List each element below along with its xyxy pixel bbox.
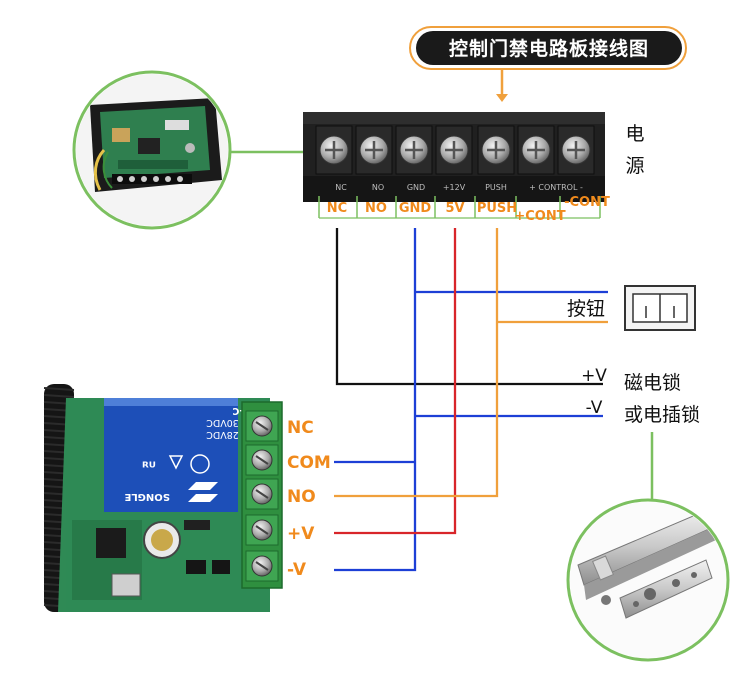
lock-minus-label: -V — [586, 398, 603, 418]
wire-push-orange — [334, 228, 499, 498]
title-banner: 控制门禁电路板接线图 — [409, 26, 687, 102]
relay-module: SRD-24VDC-SL-C 10A 250VAC 10A 30VDC 10A … — [43, 384, 322, 612]
silk-label-5: PUSH — [485, 183, 507, 192]
cqc-mark-icon — [190, 454, 210, 474]
power-label-2: 源 — [625, 155, 644, 177]
pcb-button — [111, 573, 141, 597]
silk-label-4: +12V — [443, 183, 466, 192]
terminal-screws — [315, 125, 595, 175]
terminal-block: NC NO GND +12V PUSH + CONTROL - — [303, 112, 605, 202]
silk-label-3: GND — [407, 183, 425, 192]
lock-label-1: 磁电锁 — [624, 372, 681, 394]
terminal-label-push: PUSH — [477, 201, 517, 216]
lock-label-2: 或电插锁 — [624, 404, 700, 426]
button-label: 按钮 — [567, 298, 605, 320]
access-board-photo — [72, 70, 232, 230]
terminal-label-cont: -CONT — [564, 195, 610, 210]
terminal-label-nc: NC — [327, 201, 347, 216]
relay-label-1: COM — [287, 453, 331, 473]
relay-label-2: NO — [287, 487, 316, 507]
relay-label-0: NC — [287, 418, 314, 438]
electric-lock-photo — [566, 498, 730, 662]
lock-plus-label: +V — [581, 366, 607, 386]
page-title: 控制门禁电路板接线图 — [449, 37, 649, 60]
terminal-label-cont: +CONT — [514, 209, 565, 224]
power-label-1: 电 — [625, 123, 644, 145]
terminal-label-5v: 5V — [445, 201, 464, 216]
relay-label-3: +V — [287, 524, 315, 544]
ic-chip — [96, 528, 126, 558]
silk-label-1: NC — [335, 183, 347, 192]
terminal-label-no: NO — [365, 201, 387, 216]
songle-logo-icon — [188, 482, 218, 502]
terminal-labels: NC NO GND 5V PUSH+CONT-CONT — [318, 195, 610, 224]
silk-label-2: NO — [372, 183, 384, 192]
relay-brand: SONGLE — [124, 491, 170, 502]
wiring — [334, 228, 608, 572]
ul-mark-icon: ᴿᵁ — [142, 460, 156, 476]
relay-terminal-block — [241, 401, 283, 589]
triangle-mark-icon — [168, 455, 184, 470]
terminal-label-gnd: GND — [399, 201, 432, 216]
title-arrow — [496, 94, 508, 102]
relay-label-4: -V — [287, 560, 307, 580]
wire-nc-black — [335, 228, 603, 386]
wire-5v-red — [334, 228, 457, 535]
terminal-silkscreen: NC NO GND +12V PUSH + CONTROL - — [335, 183, 583, 192]
silk-label-6: + CONTROL - — [529, 183, 583, 192]
wire-gnd-blue — [334, 228, 417, 572]
push-button — [624, 285, 696, 331]
relay-labels: NC COM NO +V -V — [287, 418, 331, 580]
